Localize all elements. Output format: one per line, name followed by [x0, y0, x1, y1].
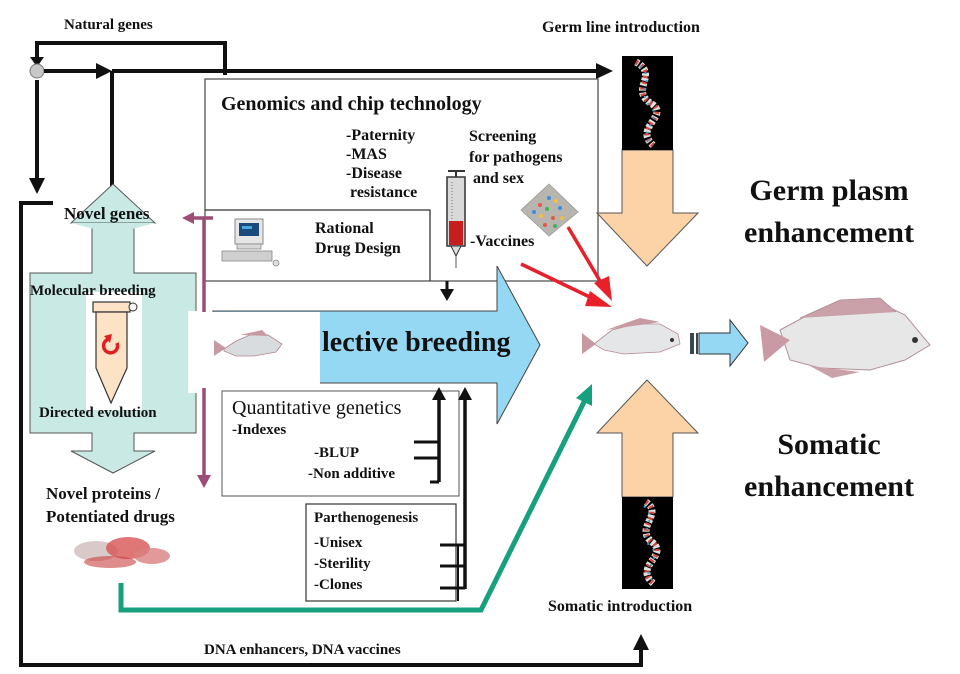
germ-line-arrowhead: [596, 63, 613, 79]
somatic-line-1: Somatic: [777, 428, 881, 461]
selective-breeding-label: lective breeding: [322, 327, 511, 358]
quantitative-genetics-title: Quantitative genetics: [232, 397, 402, 419]
genomics-item-disease: -Disease: [346, 165, 402, 182]
genomics-to-breeding-arrowhead: [440, 289, 454, 301]
computer-icon: [221, 218, 280, 267]
red-arrows: [520, 226, 612, 307]
screening-line-3: and sex: [469, 170, 525, 187]
fish-image-small: [214, 330, 283, 357]
dna-helix-bottom: [642, 499, 661, 587]
fish-image-medium: [582, 318, 681, 355]
dna-enhancers-line: [19, 201, 643, 667]
screening-line-2: for pathogens: [469, 149, 563, 166]
flow-arrowhead: [96, 63, 112, 79]
somatic-enhancement-label: Somatic enhancement: [720, 424, 938, 508]
natural-genes-feedback-line: [35, 41, 227, 75]
parthenogenesis-feed-arrows: [440, 387, 472, 601]
novel-genes-label: Novel genes: [64, 204, 150, 223]
vaccines-label: -Vaccines: [470, 233, 535, 250]
parthenogenesis-items: -Unisex -Sterility -Clones: [314, 533, 371, 596]
parth-item-sterility: -Sterility: [314, 556, 371, 572]
genomics-title: Genomics and chip technology: [221, 93, 482, 115]
quant-item-indexes: -Indexes: [232, 422, 287, 438]
junction-node: [29, 63, 45, 79]
rational-drug-design-box: [205, 209, 431, 281]
green-arrow: [118, 384, 592, 613]
somatic-introduction-arrowhead: [633, 634, 649, 650]
syringe-icon: [446, 170, 466, 268]
quant-item-blup: -BLUP: [314, 445, 359, 461]
somatic-line-2: enhancement: [744, 470, 914, 503]
natural-genes-label: Natural genes: [64, 17, 153, 33]
directed-evolution-label: Directed evolution: [39, 405, 157, 421]
screening-line-1: Screening: [469, 128, 537, 145]
dna-enhancers-label: DNA enhancers, DNA vaccines: [204, 642, 401, 658]
somatic-introduction-arrow: [595, 379, 700, 589]
rational-drug-design-line-1: Rational: [315, 220, 374, 237]
natural-genes-loop: [29, 41, 613, 194]
cycle-icon: [101, 337, 120, 355]
novel-proteins-line-1: Novel proteins /: [46, 484, 160, 503]
parthenogenesis-box: [305, 503, 457, 602]
genomics-item-mas: -MAS: [346, 146, 387, 163]
down-arrowhead-left: [29, 178, 45, 194]
germ-line-introduction-label: Germ line introduction: [542, 19, 700, 36]
dna-chip-icon: [520, 183, 579, 237]
natural-genes-arrowhead: [30, 57, 44, 67]
parth-item-clones: -Clones: [314, 577, 363, 593]
growth-arrow: [690, 318, 749, 368]
dna-helix-top: [634, 58, 661, 149]
molecular-breeding-label: Molecular breeding: [30, 283, 156, 299]
genomics-box: [204, 78, 599, 282]
germ-line-arrow: [595, 56, 700, 267]
quantitative-genetics-feed-arrows: [414, 387, 446, 484]
screening-label: Screening for pathogens and sex: [469, 126, 563, 189]
germ-plasm-line-1: Germ plasm: [749, 174, 909, 207]
genomics-items: -Paternity -MAS -Disease resistance: [346, 126, 417, 202]
parth-item-unisex: -Unisex: [314, 535, 363, 551]
rational-drug-design-label: Rational Drug Design: [315, 219, 401, 259]
rational-drug-design-line-2: Drug Design: [315, 240, 401, 257]
somatic-introduction-label: Somatic introduction: [548, 598, 693, 615]
parthenogenesis-title: Parthenogenesis: [314, 510, 419, 526]
germ-plasm-line-2: enhancement: [744, 216, 914, 249]
genomics-item-paternity: -Paternity: [346, 127, 416, 144]
dna-enhancers-loop: [19, 201, 649, 667]
fish-image-large: [760, 297, 931, 378]
novel-proteins-line-2: Potentiated drugs: [46, 507, 175, 526]
pcr-tube-icon: [92, 301, 138, 405]
quant-item-non-additive: -Non additive: [308, 466, 396, 482]
germ-plasm-enhancement-label: Germ plasm enhancement: [720, 170, 938, 254]
genomics-item-resistance: resistance: [346, 184, 418, 201]
novel-proteins-label: Novel proteins / Potentiated drugs: [46, 482, 175, 528]
protein-molecule-image: [74, 537, 170, 568]
